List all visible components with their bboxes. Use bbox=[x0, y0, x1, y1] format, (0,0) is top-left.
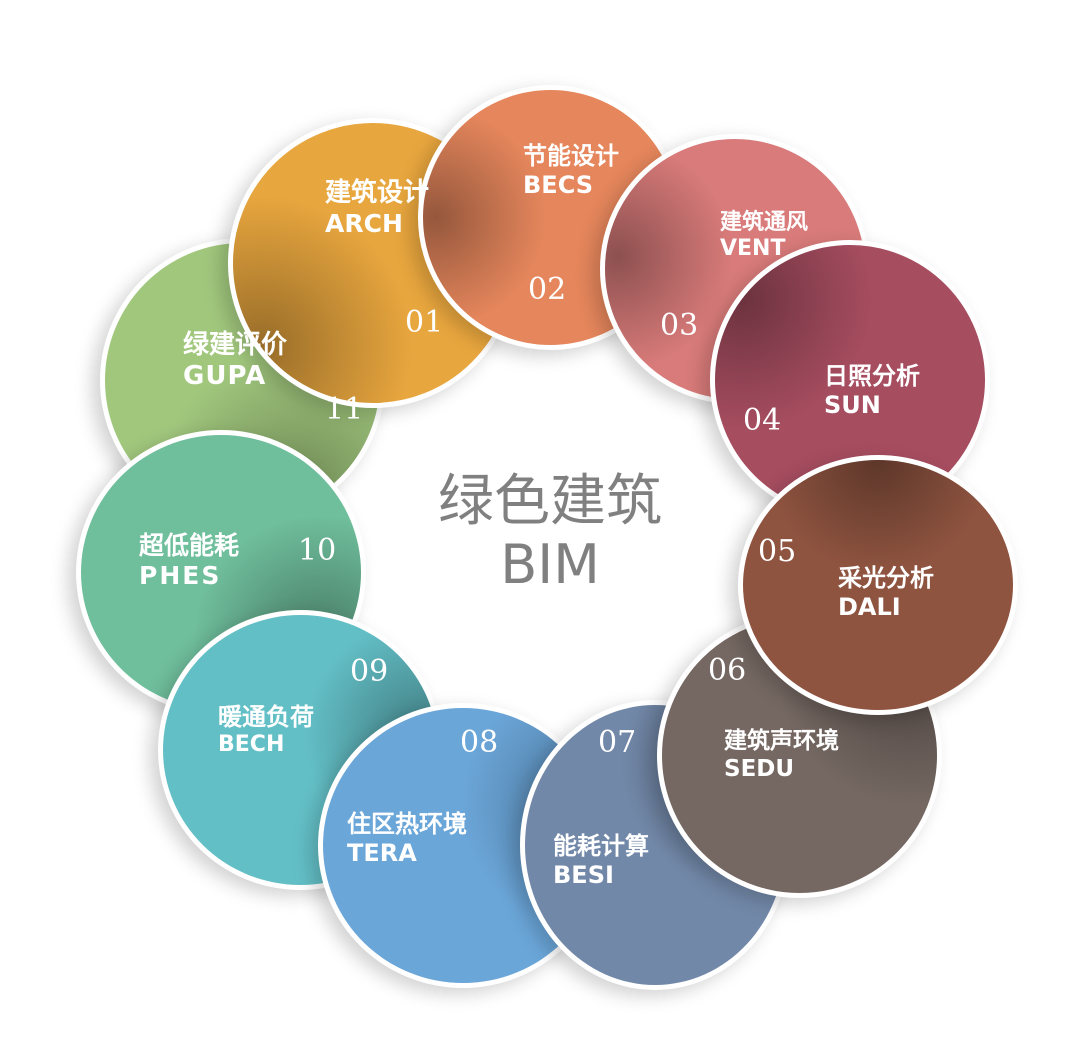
center-title-en: BIM bbox=[500, 533, 600, 597]
module-cn: 建筑声环境 bbox=[724, 728, 839, 754]
module-number: 11 bbox=[325, 392, 364, 427]
module-number: 06 bbox=[708, 653, 747, 688]
module-en: BESI bbox=[553, 860, 614, 889]
module-label-tera: 住区热环境 TERA bbox=[347, 810, 467, 868]
module-label-sedu: 建筑声环境 SEDU bbox=[724, 728, 839, 783]
module-en: SUN bbox=[824, 390, 881, 419]
module-label-gupa: 绿建评价 GUPA bbox=[183, 330, 287, 392]
module-en: BECH bbox=[218, 731, 285, 757]
module-cn: 建筑设计 bbox=[325, 178, 430, 208]
module-cn: 暖通负荷 bbox=[218, 703, 314, 731]
module-label-becs: 节能设计 BECS bbox=[523, 142, 619, 200]
module-label-besi: 能耗计算 BESI bbox=[553, 832, 649, 890]
center-title: 绿色建筑 BIM bbox=[400, 469, 700, 597]
module-cn: 采光分析 bbox=[838, 564, 934, 592]
module-en: ARCH bbox=[325, 209, 403, 239]
module-en: VENT bbox=[720, 236, 786, 262]
module-cn: 建筑通风 bbox=[720, 210, 809, 235]
module-label-arch: 建筑设计 ARCH bbox=[325, 178, 429, 239]
module-number: 05 bbox=[758, 534, 797, 569]
module-en: DALI bbox=[838, 592, 901, 621]
module-label-vent: 建筑通风 VENT bbox=[720, 210, 808, 263]
module-cn: 住区热环境 bbox=[347, 810, 467, 838]
module-cn: 绿建评价 bbox=[183, 330, 288, 360]
module-label-bech: 暖通负荷 BECH bbox=[218, 703, 314, 758]
module-number: 09 bbox=[350, 654, 389, 689]
module-number: 02 bbox=[528, 272, 567, 307]
module-cn: 超低能耗 bbox=[139, 531, 240, 560]
module-en: PHES bbox=[139, 561, 222, 590]
module-label-sun: 日照分析 SUN bbox=[824, 362, 920, 420]
module-number: 04 bbox=[743, 403, 782, 438]
module-number: 10 bbox=[298, 533, 337, 568]
center-title-cn: 绿色建筑 bbox=[438, 469, 662, 534]
module-number: 07 bbox=[598, 725, 637, 760]
module-en: SEDU bbox=[724, 755, 795, 782]
module-label-phes: 超低能耗 PHES bbox=[139, 531, 239, 591]
module-cn: 节能设计 bbox=[523, 142, 619, 170]
module-cn: 日照分析 bbox=[824, 362, 920, 390]
module-en: BECS bbox=[523, 170, 594, 199]
module-number: 03 bbox=[660, 308, 699, 343]
module-cn: 能耗计算 bbox=[553, 832, 649, 860]
module-en: GUPA bbox=[183, 361, 267, 392]
module-label-dali: 采光分析 DALI bbox=[838, 564, 934, 622]
module-number: 01 bbox=[405, 305, 444, 340]
module-number: 08 bbox=[460, 725, 499, 760]
module-en: TERA bbox=[347, 838, 417, 867]
